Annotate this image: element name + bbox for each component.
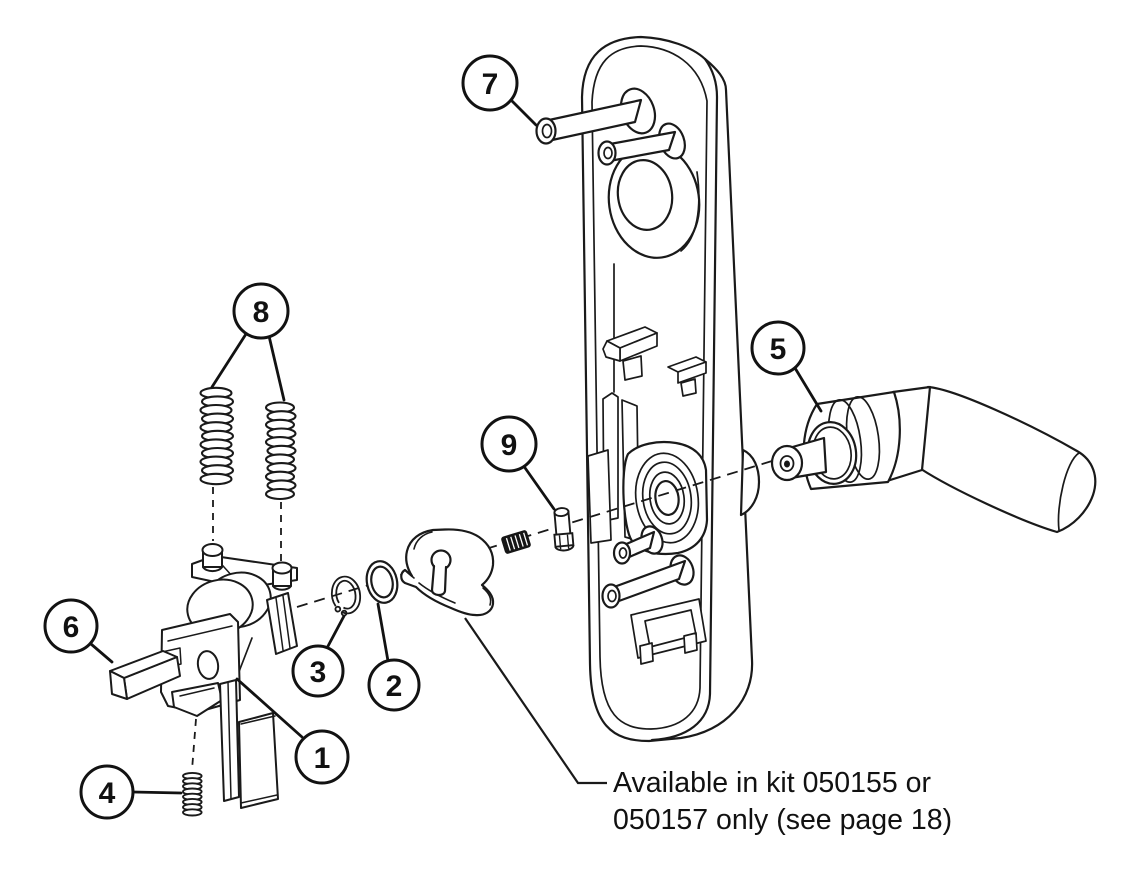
plate-clip-left <box>602 326 658 381</box>
callout-3-leader <box>325 614 346 650</box>
callout-8-leader <box>210 332 248 389</box>
latch-post-left <box>201 543 224 573</box>
callout-1-number: 1 <box>314 742 331 775</box>
callout-3-circle <box>291 644 345 698</box>
kit-note-line1: Available in kit 050155 or <box>613 767 931 799</box>
set-screw <box>501 530 531 554</box>
cam-keyhole <box>430 549 452 597</box>
callout-3: 3 <box>291 614 346 698</box>
callout-1-circle <box>294 729 350 785</box>
callout-7-number: 7 <box>482 68 499 101</box>
latch-mechanism-body <box>109 543 298 809</box>
callout-8-circle <box>232 282 290 340</box>
lock-cam <box>400 528 495 617</box>
plate-lower-post-b <box>601 554 695 609</box>
callout-8-leader <box>267 334 286 402</box>
plate-lower-post-a <box>612 525 664 565</box>
callout-5-leader <box>793 366 823 413</box>
callout-9-circle <box>480 415 538 473</box>
compression-spring-right <box>264 401 297 501</box>
callout-9: 9 <box>480 415 556 511</box>
escutcheon-plate <box>535 35 761 743</box>
washer <box>365 560 399 604</box>
plate-clip-right <box>667 356 707 397</box>
callout-6-leader <box>89 642 114 664</box>
callout-6: 6 <box>43 598 114 664</box>
callout-7-leader <box>509 98 538 127</box>
callout-8: 8 <box>210 282 290 402</box>
plate-cylinder-ring <box>607 143 701 259</box>
cam-body <box>400 528 495 617</box>
callout-1: 1 <box>235 677 350 785</box>
latch-end-block <box>266 592 298 655</box>
callout-2-circle <box>367 658 421 712</box>
circlip <box>330 575 362 617</box>
callout-9-leader <box>521 463 556 511</box>
callout-4: 4 <box>79 764 183 820</box>
kit-note-line2: 050157 only (see page 18) <box>613 804 952 836</box>
callout-9-number: 9 <box>501 429 518 462</box>
plate-guide-channel <box>587 263 640 544</box>
lever-handle <box>770 385 1097 534</box>
callout-5-number: 5 <box>770 333 787 366</box>
callout-6-circle <box>43 598 99 654</box>
latch-wedge <box>171 682 223 717</box>
callout-5: 5 <box>750 320 823 413</box>
callout-2-leader <box>376 602 390 663</box>
small-compression-spring <box>182 771 203 817</box>
callout-3-number: 3 <box>310 656 327 689</box>
callout-5-circle <box>750 320 806 376</box>
compression-spring-left <box>199 386 235 486</box>
kit-note-leader <box>464 617 607 785</box>
callout-6-number: 6 <box>63 611 80 644</box>
callout-8-number: 8 <box>253 296 270 329</box>
callout-2: 2 <box>367 602 421 712</box>
callout-4-circle <box>79 764 135 820</box>
plate-lower-clip <box>630 598 707 665</box>
spindle-bar <box>109 650 181 700</box>
callout-7: 7 <box>461 54 538 127</box>
plate-side-dome <box>739 448 761 517</box>
callout-4-leader <box>131 790 183 795</box>
callout-7-circle <box>461 54 519 112</box>
plate-spindle-hub <box>622 440 709 556</box>
small-spring-axis-dash <box>191 718 197 771</box>
callout-1-leader <box>235 677 304 739</box>
latch-leg <box>219 679 279 809</box>
plate-second-post <box>597 122 686 166</box>
handle-grip <box>919 385 1097 534</box>
latch-post-right <box>271 561 293 591</box>
actuator-pin <box>553 507 575 552</box>
callout-4-number: 4 <box>99 777 116 810</box>
annotation-layer: 1 2 3 4 5 6 7 8 9 <box>43 54 823 820</box>
callout-2-number: 2 <box>386 670 403 703</box>
handle-spindle-tip <box>770 444 804 482</box>
plate-front-right-edge <box>650 57 719 742</box>
plate-inner-rim <box>591 45 708 730</box>
plate-top-post <box>535 87 657 145</box>
